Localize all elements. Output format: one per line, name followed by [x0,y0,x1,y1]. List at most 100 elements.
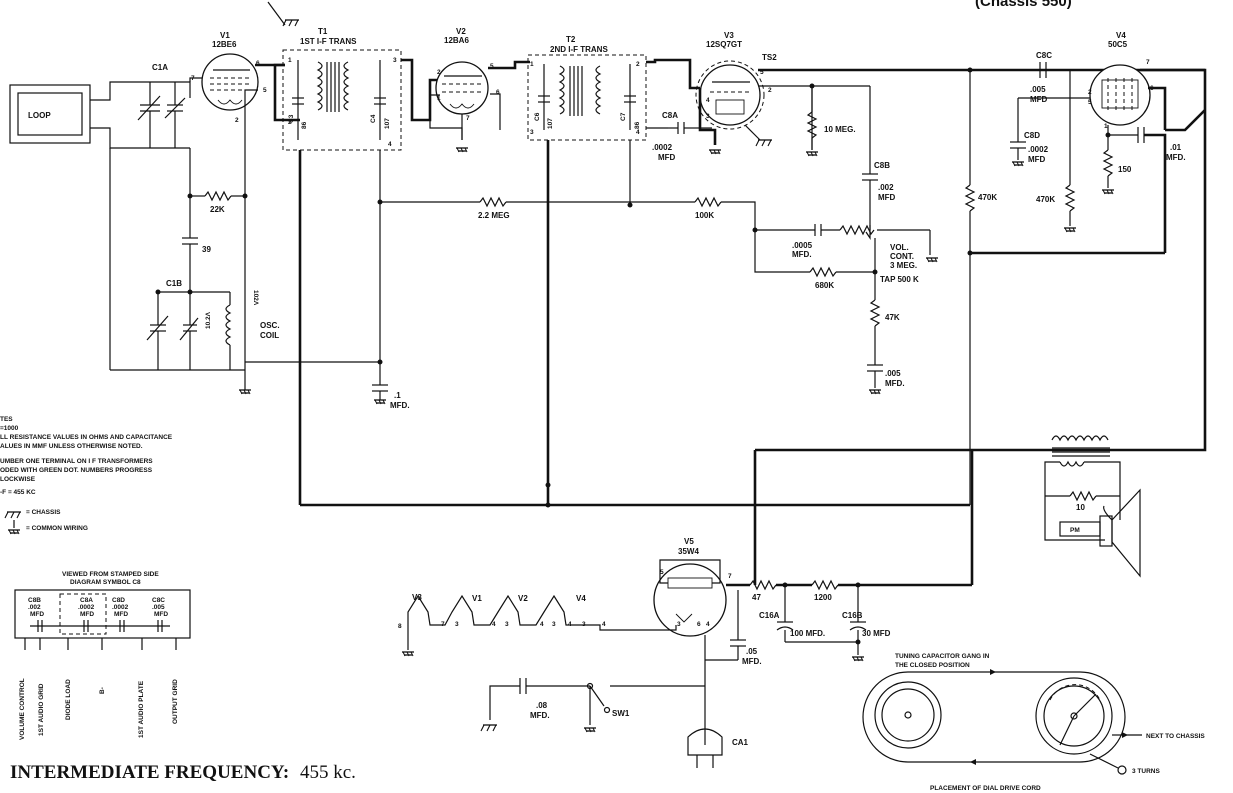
transformer-t1: T1 1ST I-F TRANS C3 86 C4 107 1 2 3 4 [282,27,402,151]
notes-chassis: = CHASSIS [26,509,61,516]
inset-lead-5: OUTPUT GRID [172,679,179,724]
v4-pin-7: 7 [1146,59,1150,66]
c1b-capacitor: C1B [146,279,230,370]
vol-label-3: 3 MEG. [890,261,917,270]
c8a-label: C8A [662,111,678,120]
t1-name: 1ST I-F TRANS [300,37,357,46]
t2-pin-4: 4 [636,129,640,136]
notes-line-1: LL RESISTANCE VALUES IN OHMS AND CAPACIT… [0,434,173,441]
c8a-unit: MFD [658,153,676,162]
v4-pin-1: 1 [1104,123,1108,130]
c3-val: 86 [301,121,308,129]
v3-pin-2: 2 [768,87,772,94]
if-value: 455 kc. [300,762,356,783]
t2-pin-3: 3 [530,129,534,136]
vol-label-2: CONT. [890,252,914,261]
v1-type: 12BE6 [212,40,237,49]
heater-pin-2: 3 [455,621,459,628]
c05-unit: MFD. [742,657,762,666]
inset-cap-1-val: .0002 [78,604,95,611]
inset-cap-0-val: .002 [28,604,41,611]
dial-next: NEXT TO CHASSIS [1146,733,1205,740]
c16a-label: C16A [759,611,780,620]
inset-lead-2: DIODE LOAD [65,679,72,720]
v4-ref: V4 [1116,31,1126,40]
tube-v1: V1 12BE6 7 6 2 5 [191,31,267,124]
notes-line-3: UMBER ONE TERMINAL ON I F TRANSFORMERS [0,458,153,465]
tube-v3: V3 12SQ7GT TS2 5 2 3 4 [695,31,777,130]
v1-pin-7: 7 [191,75,195,82]
c1b-label: C1B [166,279,182,288]
heater-v3: V3 [412,593,422,602]
resistor-10meg: 10 MEG. [805,83,856,157]
heater-pin-0: 8 [398,623,402,630]
vol-label-1: VOL. [890,243,909,252]
tube-v5: V5 35W4 5 7 3 6 4 [653,537,732,637]
heater-pin-8: 3 [582,621,586,628]
c005-val: .005 [885,369,901,378]
power-input: .08 MFD. SW1 CA1 [480,635,749,768]
inset-cap-2-unit: MFD [114,611,128,618]
v5-pin-6: 6 [697,621,701,628]
inset-cap-1-unit: MFD [80,611,94,618]
v3-pin-3: 3 [706,113,710,120]
v3-pin-4: 4 [706,97,710,104]
dial-title-1: TUNING CAPACITOR GANG IN [895,653,990,660]
c8c-unit: MFD [1030,95,1048,104]
c8d-val: .0002 [1028,145,1049,154]
tube-v4: V4 50C5 7 2 5 1 6 [1088,31,1154,130]
capacitor-0-1: .1 MFD. [372,384,410,410]
v5-pin-4: 4 [706,621,710,628]
c05-val: .05 [746,647,758,656]
inset-cap-2-val: .0002 [112,604,129,611]
heater-pin-6: 3 [552,621,556,628]
r1200-label: 1200 [814,593,832,602]
notes-line-0: =1000 [0,425,19,432]
capacitor-01: .01 MFD. [1108,109,1206,253]
capacitor-39: 39 [182,196,211,292]
c16b-val: 30 MFD [862,629,891,638]
c8c-label: C8C [1036,51,1052,60]
v1-pin-6: 6 [256,60,260,67]
v1-pin-5: 5 [263,87,267,94]
cap-0-1-val: .1 [394,391,401,400]
heater-pin-1: 7 [441,621,445,628]
resistor-47: 47 [749,579,777,602]
resistor-680k: 680K [809,266,878,290]
r470k-b-label: 470K [1036,195,1055,204]
dial-caption: PLACEMENT OF DIAL DRIVE CORD [930,785,1041,792]
capacitor-c8d: C8D .0002 MFD [1010,97,1070,167]
r22k-label: 22K [210,205,225,214]
vol-label-4: TAP 500 K [880,275,919,284]
resistor-22k: 22K [190,190,245,214]
c4-label: C4 [370,114,377,123]
v2-pin-7: 7 [466,115,470,122]
c8b-val: .002 [878,183,894,192]
inset-lead-4: 1ST AUDIO PLATE [138,680,145,738]
heater-v1: V1 [472,594,482,603]
heater-pin-7: 4 [568,621,572,628]
inset-cap-3-unit: MFD [154,611,168,618]
notes-line-6: -F = 455 KC [0,489,36,496]
c8a-val: .0002 [652,143,673,152]
v2-pin-6: 6 [496,89,500,96]
loop-antenna: LOOP [9,84,91,144]
heater-v2: V2 [518,594,528,603]
osc-coil: 10.2Λ 102Λ OSC. COIL [205,290,280,370]
r100k-label: 100K [695,211,714,220]
capacitor-c8a: C8A .0002 MFD [652,111,700,162]
c7-val: 86 [634,121,641,129]
if-footer: INTERMEDIATE FREQUENCY: 455 kc. [10,762,356,783]
capacitor-0005: .0005 MFD. [755,224,840,259]
heater-v4: V4 [576,594,586,603]
inset-cap-0-unit: MFD [30,611,44,618]
heater-pin-3: 4 [492,621,496,628]
c16b-label: C16B [842,611,863,620]
c01-unit: MFD. [1166,153,1186,162]
resistor-470k-a: 470K [964,70,997,505]
ca1-label: CA1 [732,738,749,747]
v5-type: 35W4 [678,547,699,556]
inset-lead-3: B- [99,687,106,694]
capacitor-005: .005 MFD. [867,364,905,395]
